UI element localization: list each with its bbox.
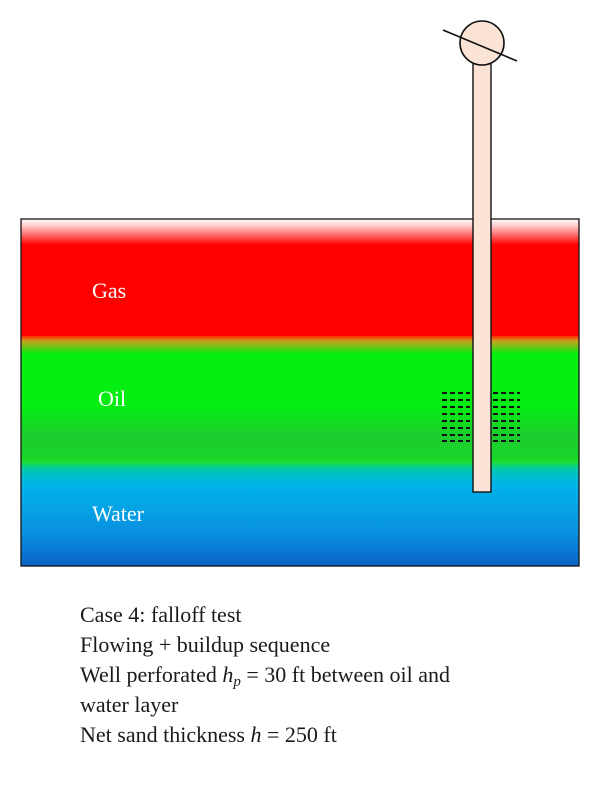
- caption-line-3-suffix: = 30 ft between oil and: [240, 662, 451, 687]
- reservoir-diagram: [20, 20, 580, 567]
- caption-subscript-p: p: [233, 674, 241, 690]
- caption-var-h-net: h: [250, 722, 262, 747]
- caption-line-5: Net sand thickness h = 250 ft: [80, 720, 590, 750]
- caption-var-h: h: [222, 662, 234, 687]
- figure-caption: Case 4: falloff test Flowing + buildup s…: [80, 600, 590, 750]
- caption-line-5-suffix: = 250 ft: [261, 722, 337, 747]
- caption-line-3-prefix: Well perforated: [80, 662, 223, 687]
- gas-label: Gas: [92, 278, 127, 303]
- caption-line-5-prefix: Net sand thickness: [80, 722, 251, 747]
- caption-line-3: Well perforated hp = 30 ft between oil a…: [80, 660, 590, 690]
- caption-line-2: Flowing + buildup sequence: [80, 632, 331, 657]
- water-label: Water: [92, 501, 144, 526]
- caption-line-1: Case 4: falloff test: [80, 602, 242, 627]
- perforation-marks: [442, 392, 520, 442]
- caption-line-4: water layer: [80, 692, 179, 717]
- wellhead-icon: [459, 20, 505, 66]
- oil-label: Oil: [98, 386, 127, 411]
- wellhead-valve-line: [442, 29, 518, 62]
- wellbore: [472, 61, 492, 493]
- reservoir-outline: [20, 218, 580, 567]
